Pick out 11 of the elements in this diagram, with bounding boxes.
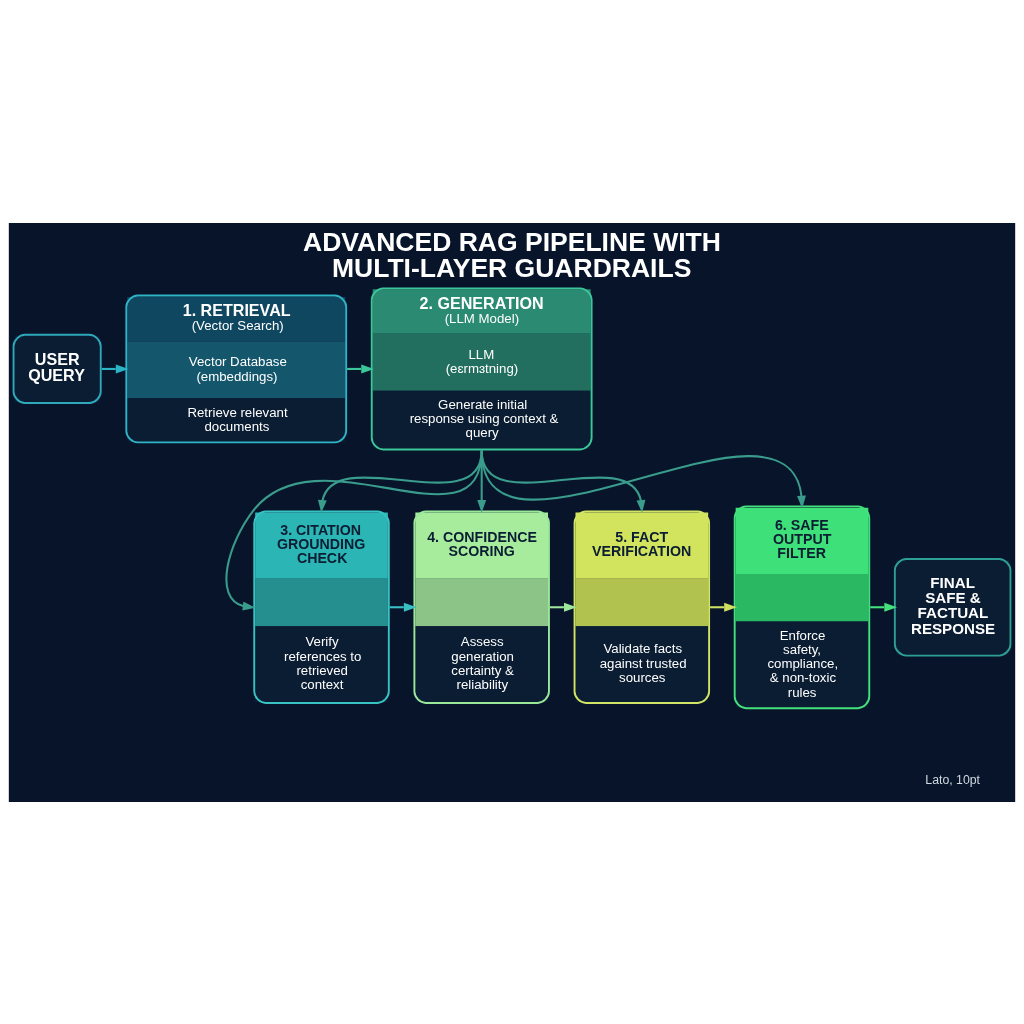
arrow	[317, 449, 483, 513]
arrow	[870, 602, 898, 612]
arrow	[101, 364, 129, 373]
arrow	[710, 602, 737, 612]
arrow	[389, 602, 417, 612]
arrow	[480, 449, 806, 509]
arrow	[347, 364, 374, 373]
arrow	[225, 449, 483, 611]
arrow	[549, 602, 577, 612]
diagram-title: ADVANCED RAG PIPELINE WITH MULTI-LAYER GUARDRAILS	[303, 226, 721, 283]
label: Lato, 10pt	[925, 772, 980, 787]
